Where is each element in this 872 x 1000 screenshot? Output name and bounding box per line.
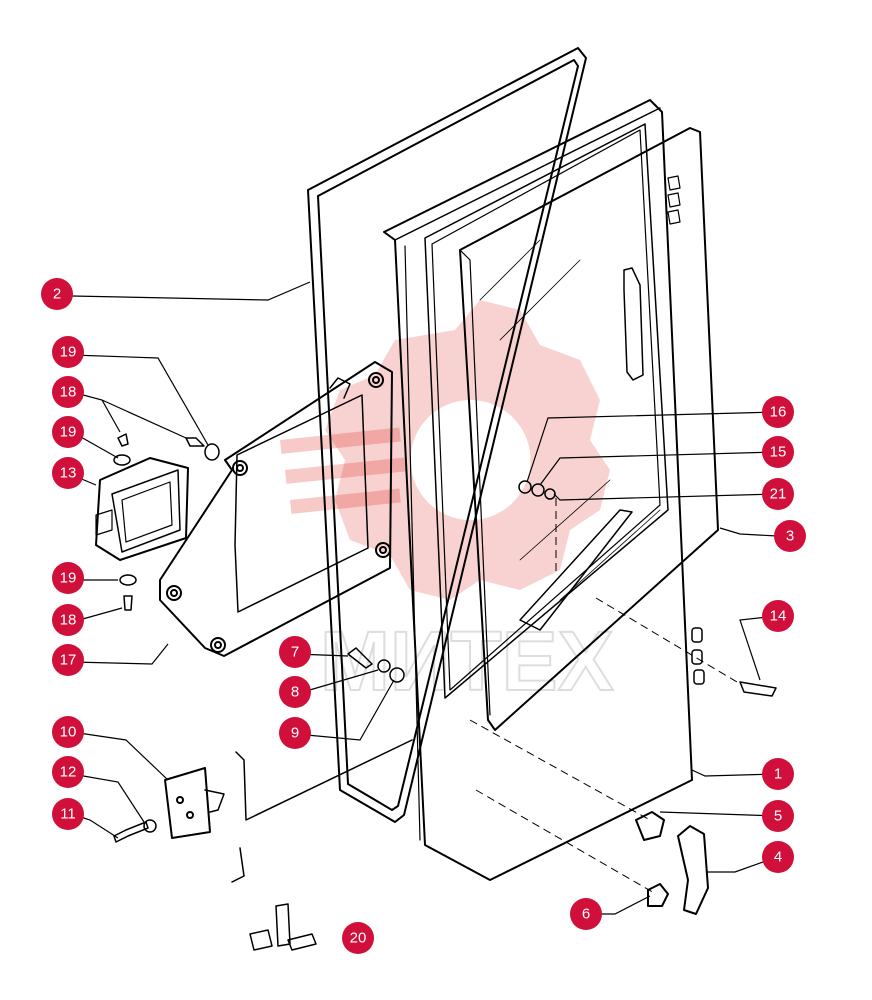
callout-2: 2	[41, 278, 73, 310]
part-19-washer-left	[113, 454, 131, 466]
part-16-nut	[518, 480, 532, 494]
svg-text:1: 1	[774, 766, 782, 783]
svg-text:21: 21	[770, 486, 787, 503]
callout-10: 10	[52, 716, 84, 748]
callout-18-lower: 18	[52, 604, 84, 636]
part-9-washer	[389, 667, 405, 683]
callout-21: 21	[762, 478, 794, 510]
svg-text:4: 4	[774, 849, 782, 866]
watermark-gear-logo	[325, 300, 610, 600]
part-11-bolt	[113, 821, 149, 843]
svg-text:18: 18	[60, 612, 77, 629]
part-18-screw-lower	[123, 595, 133, 611]
svg-text:20: 20	[350, 930, 367, 947]
svg-text:19: 19	[60, 424, 77, 441]
callout-14: 14	[762, 600, 794, 632]
svg-text:2: 2	[53, 286, 61, 303]
part-14-hinge-pin	[739, 681, 777, 697]
svg-text:5: 5	[774, 808, 782, 825]
callout-5: 5	[762, 800, 794, 832]
callout-11: 11	[52, 798, 84, 830]
part-5-bushing	[635, 811, 665, 841]
callout-19-top: 19	[52, 336, 84, 368]
part-12-washer	[143, 819, 157, 833]
callout-1: 1	[762, 758, 794, 790]
door-hinges	[691, 627, 705, 685]
callout-19-lower: 19	[52, 562, 84, 594]
callout-17: 17	[52, 644, 84, 676]
svg-text:9: 9	[291, 725, 299, 742]
callout-13: 13	[52, 457, 84, 489]
callout-8: 8	[279, 676, 311, 708]
svg-text:3: 3	[786, 528, 794, 545]
callout-19-mid: 19	[52, 416, 84, 448]
svg-text:10: 10	[60, 724, 77, 741]
part-18-screw-top	[117, 433, 129, 447]
assembly-dashed-lines	[469, 498, 743, 895]
part-18-screw-right	[185, 437, 205, 447]
svg-text:12: 12	[60, 764, 77, 781]
svg-text:11: 11	[60, 806, 76, 823]
callout-4: 4	[762, 841, 794, 873]
svg-text:17: 17	[60, 652, 77, 669]
svg-text:19: 19	[60, 570, 77, 587]
callout-markers: 2 19 18 19 13 19 18 17 16 15 21 3 14 7 8…	[41, 278, 806, 954]
part-7-bolt	[347, 647, 373, 669]
callout-16: 16	[762, 396, 794, 428]
callout-18-top: 18	[52, 376, 84, 408]
svg-text:8: 8	[291, 684, 299, 701]
part-4-door-handle	[677, 825, 709, 915]
callout-15: 15	[762, 436, 794, 468]
part-3-glass-panel	[459, 127, 719, 731]
svg-text:14: 14	[770, 608, 787, 625]
part-6-washer	[647, 883, 669, 907]
part-15-washer	[531, 483, 545, 497]
callout-9: 9	[279, 717, 311, 749]
svg-text:19: 19	[60, 344, 77, 361]
part-1-door-panel	[383, 99, 693, 881]
part-17-mounting-plate	[159, 361, 393, 657]
callout-6: 6	[570, 898, 602, 930]
watermark-text: МИТЕХ	[320, 614, 614, 708]
svg-text:16: 16	[770, 404, 787, 421]
part-8-washer	[377, 659, 391, 673]
callout-20: 20	[342, 922, 374, 954]
callout-3: 3	[774, 520, 806, 552]
part-10-latch	[164, 767, 225, 839]
svg-text:7: 7	[291, 644, 299, 661]
svg-text:6: 6	[582, 906, 590, 923]
svg-text:13: 13	[60, 465, 77, 482]
part-2-door-gasket	[307, 47, 587, 823]
callout-12: 12	[52, 756, 84, 788]
part-21-washer	[544, 488, 556, 500]
part-19-washer-lower	[119, 574, 137, 586]
part-13-handle-housing	[95, 457, 189, 561]
svg-text:18: 18	[60, 384, 77, 401]
callout-7: 7	[279, 636, 311, 668]
part-20-microswitch	[249, 903, 317, 951]
part-19-washer-top	[204, 443, 220, 461]
svg-text:15: 15	[770, 444, 787, 461]
watermark-stripes	[280, 427, 406, 514]
